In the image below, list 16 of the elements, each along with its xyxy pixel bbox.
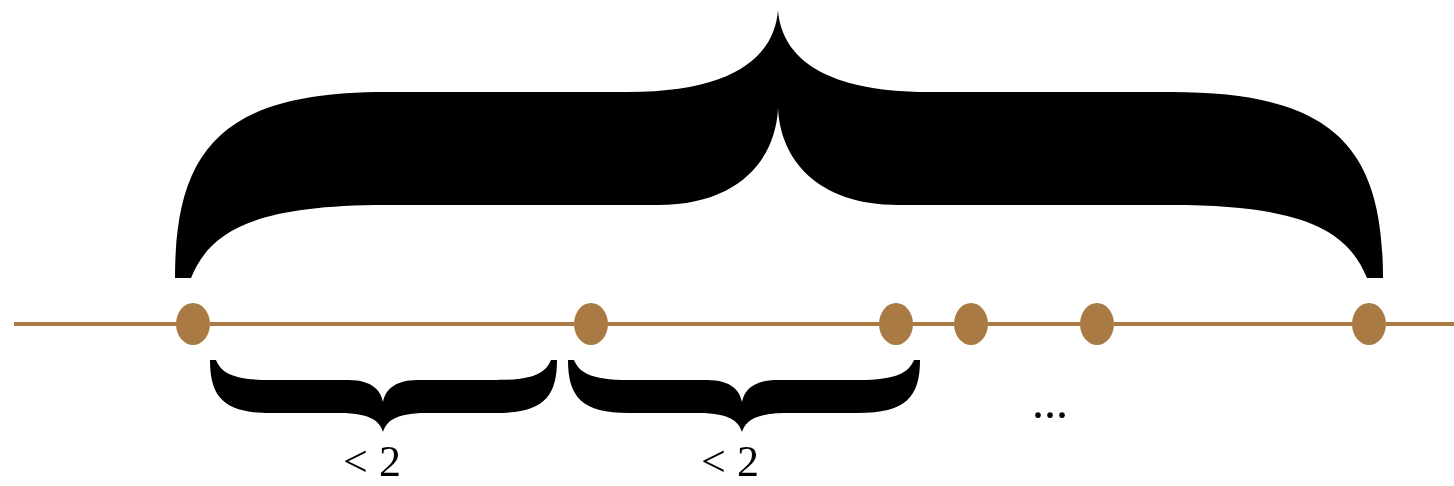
ellipsis-label: ... [1032,378,1068,426]
number-line-segment [913,322,954,326]
point-marker [574,303,608,345]
number-line-segment [1114,322,1352,326]
number-line-segment [608,322,879,326]
number-line-segment [210,322,574,326]
point-marker [954,303,988,345]
number-line-segment [988,322,1080,326]
point-marker [176,303,210,345]
point-marker [1080,303,1114,345]
measure-label: < 2 [701,440,759,484]
measure-label: < 2 [343,440,401,484]
point-marker [1352,303,1386,345]
number-line-segment [14,322,176,326]
number-line-segment [1386,322,1454,326]
point-marker [879,303,913,345]
